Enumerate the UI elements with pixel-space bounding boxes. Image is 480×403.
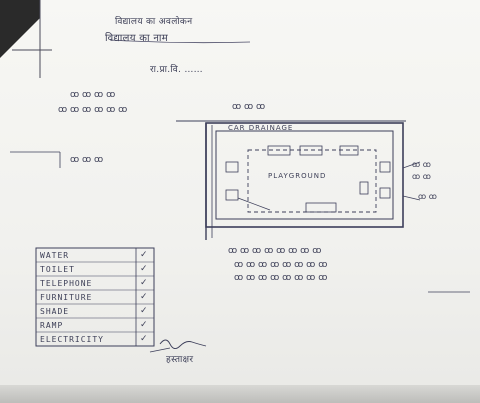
scribble-row: ꝏ ꝏ xyxy=(412,160,431,169)
checkmark-icon: ✓ xyxy=(140,320,148,330)
checkmark-icon: ✓ xyxy=(140,264,148,274)
scribble-row: ꝏ ꝏ ꝏ ꝏ ꝏ ꝏ xyxy=(58,105,128,115)
page-edge-shadow xyxy=(0,385,480,403)
checkmark-icon: ✓ xyxy=(140,334,148,344)
checklist-label-water: WATER xyxy=(40,251,70,260)
checkmark-icon: ✓ xyxy=(140,292,148,302)
checklist-label-toilet: TOILET xyxy=(40,265,75,274)
scribble-row: ꝏ ꝏ ꝏ ꝏ xyxy=(70,90,116,100)
checklist-label-electricity: ELECTRICITY xyxy=(40,335,104,344)
checklist-label-shade: SHADE xyxy=(40,307,70,316)
header-line-3: रा.प्रा.वि. …… xyxy=(150,65,203,75)
scribble-row: ꝏ ꝏ ꝏ xyxy=(70,155,104,165)
checkmark-icon: ✓ xyxy=(140,278,148,288)
checklist-label-ramp: RAMP xyxy=(40,321,64,330)
header-line-1: विद्यालय का अवलोकन xyxy=(115,17,193,27)
checklist-label-furniture: FURNITURE xyxy=(40,293,93,302)
header-line-2: विद्यालय का नाम xyxy=(105,33,169,44)
plan-boundary-label: CAR DRAINAGE xyxy=(228,124,294,132)
checklist-label-telephone: TELEPHONE xyxy=(40,279,93,288)
checkmark-icon: ✓ xyxy=(140,250,148,260)
checkmark-icon: ✓ xyxy=(140,306,148,316)
scribble-row: ꝏ ꝏ ꝏ ꝏ ꝏ ꝏ ꝏ ꝏ xyxy=(234,273,328,283)
plan-room-label: PLAYGROUND xyxy=(268,172,327,180)
scribble-row: ꝏ ꝏ ꝏ ꝏ ꝏ ꝏ ꝏ ꝏ xyxy=(234,260,328,270)
scribble-row: ꝏ ꝏ ꝏ xyxy=(232,102,266,112)
scribble-row: ꝏ ꝏ xyxy=(412,172,431,181)
scribble-row: ꝏ ꝏ xyxy=(418,192,437,201)
scribble-row: ꝏ ꝏ ꝏ ꝏ ꝏ ꝏ ꝏ ꝏ xyxy=(228,246,322,256)
signature: हस्ताक्षर xyxy=(166,355,194,365)
